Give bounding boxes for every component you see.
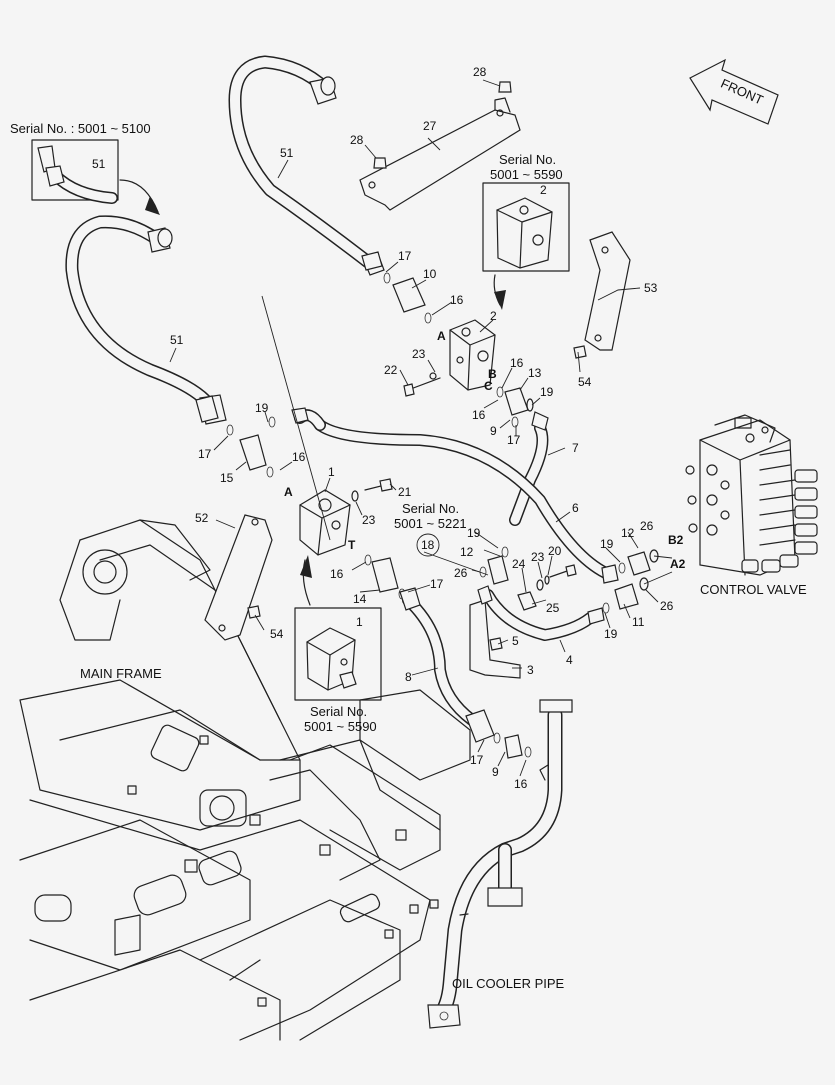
callout-17: 17 [398, 249, 412, 263]
callout-6: 6 [572, 501, 579, 515]
callout-9: 9 [492, 765, 499, 779]
callout-11: 11 [632, 615, 645, 629]
callout-26: 26 [454, 566, 468, 580]
callout-28: 28 [473, 65, 487, 79]
callout-24: 24 [512, 557, 526, 571]
callout-13: 13 [528, 366, 542, 380]
callout-51: 51 [170, 333, 184, 347]
callout-16: 16 [472, 408, 486, 422]
port-label-b2: B2 [668, 533, 684, 547]
front-arrow [689, 58, 779, 125]
serial-caption-5001-5100: Serial No. : 5001 ~ 5100 [10, 121, 151, 136]
port-label-a2: A2 [670, 557, 686, 571]
callout-7: 7 [572, 441, 579, 455]
leader-lines [169, 79, 673, 777]
callout-19: 19 [540, 385, 554, 399]
serial-caption-upper-line2: 5001 ~ 5590 [490, 167, 563, 182]
callout-14: 14 [353, 592, 367, 606]
callout-51: 51 [280, 146, 294, 160]
port-labels: A B C A T B2 A2 [284, 329, 686, 571]
callout-16: 16 [292, 450, 306, 464]
callout-23: 23 [362, 513, 376, 527]
callout-18: 18 [421, 538, 435, 552]
port-label-t: T [348, 538, 356, 552]
serial-caption-mid-line1: Serial No. [402, 501, 459, 516]
callout-3: 3 [527, 663, 534, 677]
inset-serial-5001-5100 [31, 139, 160, 215]
callout-16: 16 [450, 293, 464, 307]
callout-16: 16 [330, 567, 344, 581]
port-label-c: C [484, 379, 493, 393]
callout-23: 23 [412, 347, 426, 361]
hoses [65, 55, 616, 726]
control-valve-drawing [685, 414, 818, 576]
callout-25: 25 [546, 601, 560, 615]
serial-caption-lower-line2: 5001 ~ 5590 [304, 719, 377, 734]
callout-9: 9 [490, 424, 497, 438]
callout-23: 23 [531, 550, 545, 564]
callout-19: 19 [604, 627, 618, 641]
callout-27: 27 [423, 119, 437, 133]
callout-52: 52 [195, 511, 209, 525]
main-frame-label: MAIN FRAME [80, 666, 162, 681]
callout-8: 8 [405, 670, 412, 684]
port-label-a-upper: A [437, 329, 446, 343]
inset-valve-upper [482, 182, 570, 310]
callout-2: 2 [540, 183, 547, 197]
callout-19: 19 [600, 537, 614, 551]
callout-12: 12 [621, 526, 635, 540]
callout-1: 1 [328, 465, 335, 479]
fittings [195, 81, 659, 759]
callout-17: 17 [430, 577, 444, 591]
callout-17: 17 [470, 753, 484, 767]
callout-26: 26 [640, 519, 654, 533]
callouts: 28 27 28 51 2 17 10 16 53 2 23 22 16 13 … [92, 65, 674, 791]
callout-26: 26 [660, 599, 674, 613]
callout-12: 12 [460, 545, 474, 559]
port-label-a-lower: A [284, 485, 293, 499]
callout-22: 22 [384, 363, 398, 377]
callout-16: 16 [510, 356, 524, 370]
callout-20: 20 [548, 544, 562, 558]
oil-cooler-pipe-drawing [427, 699, 573, 1029]
port-label-b: B [488, 367, 497, 381]
captions: Serial No. : 5001 ~ 5100 Serial No. 5001… [10, 76, 807, 991]
serial-caption-lower-line1: Serial No. [310, 704, 367, 719]
callout-16: 16 [514, 777, 528, 791]
callout-51: 51 [92, 157, 106, 171]
callout-4: 4 [566, 653, 573, 667]
callout-53: 53 [644, 281, 658, 295]
callout-15: 15 [220, 471, 234, 485]
serial-caption-mid-line2: 5001 ~ 5221 [394, 516, 467, 531]
callout-2: 2 [490, 309, 497, 323]
callout-28: 28 [350, 133, 364, 147]
control-valve-label: CONTROL VALVE [700, 582, 807, 597]
callout-54: 54 [578, 375, 592, 389]
callout-19: 19 [467, 526, 481, 540]
callout-21: 21 [398, 485, 412, 499]
serial-caption-upper-line1: Serial No. [499, 152, 556, 167]
main-frame-drawing [19, 519, 471, 1041]
inset-valve-lower [294, 555, 382, 701]
callout-1: 1 [356, 615, 363, 629]
callout-5: 5 [512, 634, 519, 648]
callout-17: 17 [507, 433, 521, 447]
callout-10: 10 [423, 267, 437, 281]
callout-17: 17 [198, 447, 212, 461]
oil-cooler-pipe-label: OIL COOLER PIPE [452, 976, 565, 991]
callout-54: 54 [270, 627, 284, 641]
callout-19: 19 [255, 401, 269, 415]
callout-18-circle [416, 533, 440, 557]
